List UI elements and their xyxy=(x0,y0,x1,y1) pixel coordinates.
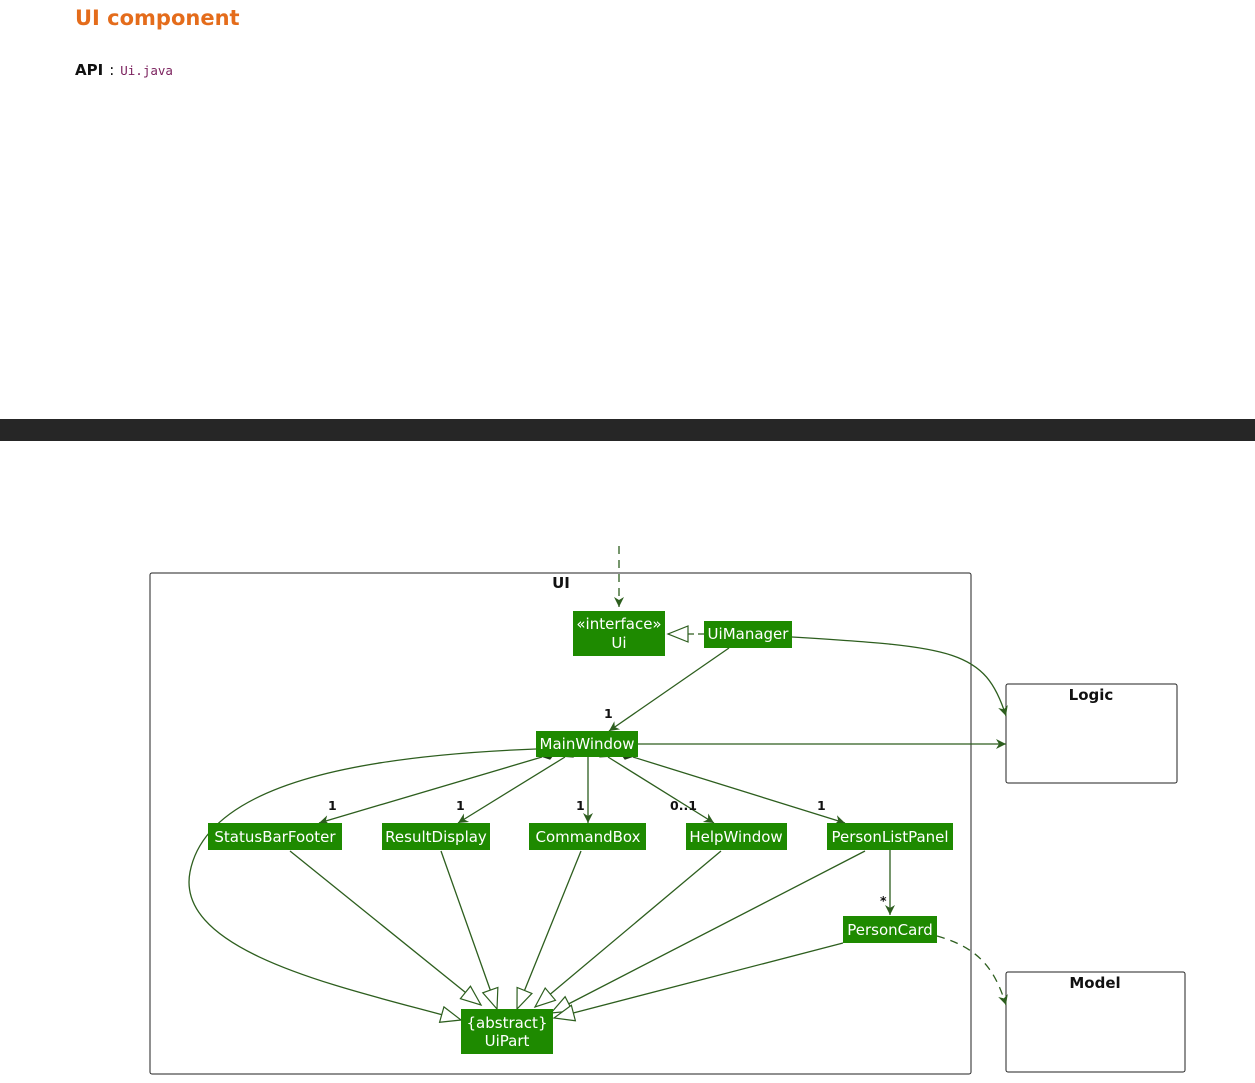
resultdisplay-uipart-inheritance xyxy=(440,850,499,1011)
svg-text:UiManager: UiManager xyxy=(708,625,790,643)
svg-text:UiPart: UiPart xyxy=(485,1032,530,1050)
image-band xyxy=(0,419,1255,441)
svg-text:Ui: Ui xyxy=(611,634,626,652)
api-colon: : xyxy=(109,61,115,79)
multiplicity-personlistpanel: 1 xyxy=(817,798,826,813)
api-link[interactable]: Ui.java xyxy=(120,63,173,78)
logic-package-title: Logic xyxy=(1069,686,1114,704)
section-heading: UI component xyxy=(75,6,240,30)
statusbarfooter-class: StatusBarFooter xyxy=(208,823,342,850)
multiplicity-personcard: * xyxy=(880,893,887,908)
ui-package-title: UI xyxy=(552,574,570,592)
svg-text:PersonListPanel: PersonListPanel xyxy=(831,828,948,846)
uimanager-class: UiManager xyxy=(704,621,792,648)
helpwindow-class: HelpWindow xyxy=(686,823,787,850)
uimanager-mainwindow-line xyxy=(608,647,730,732)
mainwindow-class: MainWindow xyxy=(536,731,638,757)
personlistpanel-uipart-inheritance xyxy=(549,850,866,1014)
multiplicity-mainwindow: 1 xyxy=(604,706,613,721)
svg-text:ResultDisplay: ResultDisplay xyxy=(385,828,487,846)
personcard-model-line xyxy=(936,935,1008,1006)
model-package-title: Model xyxy=(1069,974,1120,992)
svg-text:«interface»: «interface» xyxy=(576,615,661,633)
composition-personlistpanel-line xyxy=(619,750,846,825)
uipart-class: {abstract} UiPart xyxy=(461,1009,553,1054)
svg-text:{abstract}: {abstract} xyxy=(467,1014,548,1032)
uimanager-logic-line xyxy=(791,636,1008,717)
commandbox-uipart-inheritance xyxy=(516,850,582,1011)
helpwindow-uipart-inheritance xyxy=(533,850,722,1009)
model-package xyxy=(1005,971,1186,1073)
resultdisplay-class: ResultDisplay xyxy=(382,823,490,850)
svg-text:MainWindow: MainWindow xyxy=(540,735,635,753)
multiplicity-commandbox: 1 xyxy=(576,798,585,813)
personlistpanel-class: PersonListPanel xyxy=(827,823,953,850)
api-line: API: Ui.java xyxy=(75,61,173,79)
ui-interface-class: «interface» Ui xyxy=(573,611,665,656)
statusbar-uipart-inheritance xyxy=(289,850,483,1007)
logic-package xyxy=(1005,683,1178,784)
composition-resultdisplay-line xyxy=(457,749,577,824)
personcard-class: PersonCard xyxy=(843,916,937,943)
personcard-uipart-inheritance xyxy=(552,942,844,1022)
svg-text:PersonCard: PersonCard xyxy=(847,921,933,939)
multiplicity-resultdisplay: 1 xyxy=(456,798,465,813)
svg-text:CommandBox: CommandBox xyxy=(536,828,641,846)
mainwindow-uipart-inheritance xyxy=(188,748,537,1023)
multiplicity-helpwindow: 0..1 xyxy=(670,798,697,813)
multiplicity-statusbarfooter: 1 xyxy=(328,798,337,813)
commandbox-class: CommandBox xyxy=(529,823,646,850)
api-label: API xyxy=(75,61,104,79)
svg-text:StatusBarFooter: StatusBarFooter xyxy=(214,828,336,846)
svg-text:HelpWindow: HelpWindow xyxy=(689,828,782,846)
